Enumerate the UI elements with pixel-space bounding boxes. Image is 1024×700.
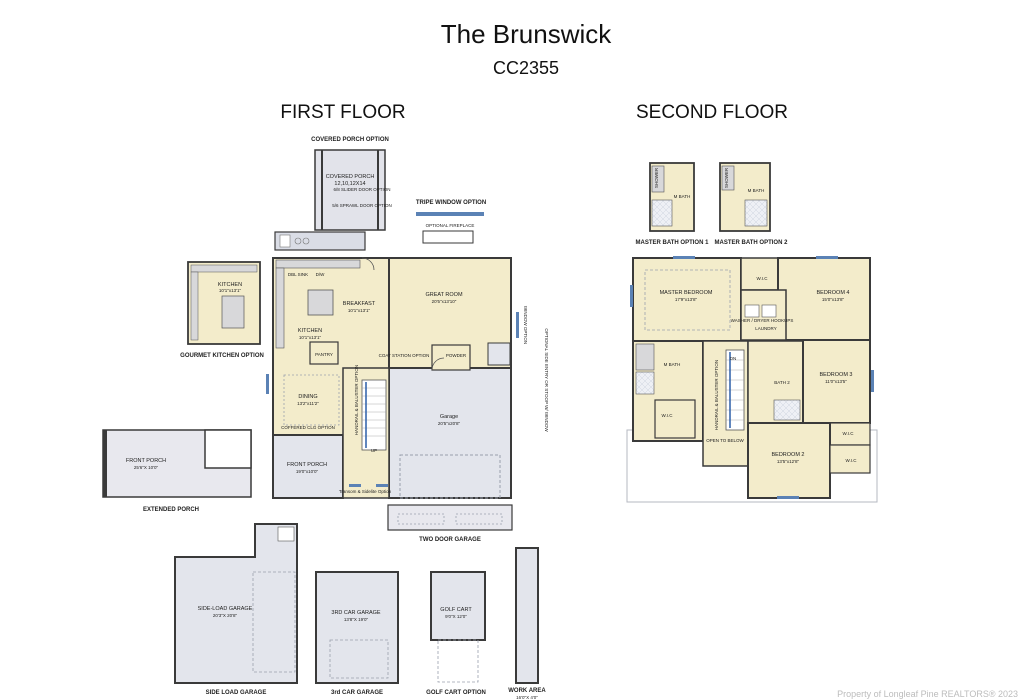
front-porch-dims: 19'0"x10'0" xyxy=(296,469,319,474)
optional-side-entry-label: OPTIONAL SIDE ENTRY OR STOOP W/ WINDOW xyxy=(544,328,549,432)
side-load-garage-label: SIDE-LOAD GARAGE xyxy=(198,606,253,612)
garage-dims: 20'5"x20'8" xyxy=(438,421,461,426)
great-room-label: GREAT ROOM xyxy=(425,292,462,298)
bedroom-2-dims: 13'5"x12'8" xyxy=(777,459,800,464)
dn-label: DN xyxy=(730,356,737,361)
kitchen-label: KITCHEN xyxy=(298,328,322,334)
two-door-garage-option: TWO DOOR GARAGE xyxy=(387,504,513,543)
optional-fireplace: OPTIONAL FIREPLACE xyxy=(426,223,475,228)
gourmet-kitchen-room-label: KITCHEN xyxy=(218,282,242,288)
wic-bedroom-3-label: W.I.C xyxy=(843,431,855,436)
side-load-garage-dims: 20'3"X 20'8" xyxy=(213,613,238,618)
open-to-below-label: OPEN TO BELOW xyxy=(706,438,744,443)
golf-cart-label: GOLF CART xyxy=(440,607,472,613)
copyright-watermark: Property of Longleaf Pine REALTORS® 2023 xyxy=(837,689,1018,699)
bedroom-3-dims: 11'0"x13'5" xyxy=(825,379,847,384)
great-room-dims: 20'5"x13'10" xyxy=(432,299,457,304)
master-bath-option-1-label: MASTER BATH OPTION 1 xyxy=(636,240,710,246)
wic-top-label: W.I.C xyxy=(757,276,769,281)
master-bath-option-1: M BATH SHOWER MASTER BATH OPTION 1 xyxy=(636,162,710,246)
dining-label: DINING xyxy=(298,394,317,400)
first-floor-plan: DBL SINK D/W BREAKFAST 10'1"x13'1" KITCH… xyxy=(266,257,549,499)
up-label: UP xyxy=(371,448,377,453)
work-area-caption: WORK AREA xyxy=(508,688,546,694)
covered-porch-option-label: COVERED PORCH OPTION xyxy=(311,137,389,143)
second-floor-plan: MASTER BEDROOM 17'9"x13'8" W.I.C BEDROOM… xyxy=(626,256,878,503)
third-car-garage-label: 3RD CAR GARAGE xyxy=(331,610,381,616)
plan-code: CC2355 xyxy=(493,58,559,78)
front-porch-label: FRONT PORCH xyxy=(287,462,327,468)
side-load-garage-caption: SIDE LOAD GARAGE xyxy=(206,690,267,696)
second-floor-heading: SECOND FLOOR xyxy=(636,102,788,123)
golf-cart-caption: GOLF CART OPTION xyxy=(426,690,486,696)
kitchen-counter-option xyxy=(274,231,366,251)
bedroom-3-label: BEDROOM 3 xyxy=(819,372,852,378)
golf-cart-dims: 9'0"X 12'0" xyxy=(445,614,467,619)
garage-label: Garage xyxy=(440,414,458,420)
breakfast-dims: 10'1"x13'1" xyxy=(348,308,371,313)
wic-mbath-label: W.I.C xyxy=(662,413,674,418)
two-door-garage-label: TWO DOOR GARAGE xyxy=(419,537,481,543)
dining-dims: 13'2"x11'2" xyxy=(297,401,319,406)
master-bath-1-shower: SHOWER xyxy=(654,167,659,188)
bath-2-label: BATH 2 xyxy=(774,380,790,385)
extended-porch-dims: 25'6"X 10'0" xyxy=(134,465,159,470)
second-floor-handrail-label: HANDRAIL & BALUSTER OPTION xyxy=(714,360,719,430)
gourmet-kitchen-dims: 10'1"x13'1" xyxy=(219,288,242,293)
coffered-ceiling-label: COFFERED CLG OPTION xyxy=(281,425,335,430)
master-bedroom-dims: 17'9"x13'8" xyxy=(675,297,698,302)
transom-option-label: Transom & Sidelite Option xyxy=(339,489,392,494)
master-bath-2-m-bath: M BATH xyxy=(748,188,765,193)
coat-station-label: COAT STATION OPTION xyxy=(379,353,430,358)
dw-label: D/W xyxy=(316,272,326,277)
handrail-option-label: HANDRAIL & BALUSTER OPTION xyxy=(354,365,359,435)
wic-bedroom-2-label: W.I.C xyxy=(846,458,858,463)
bedroom-2-label: BEDROOM 2 xyxy=(771,452,804,458)
m-bath-label: M BATH xyxy=(664,362,681,367)
gourmet-kitchen-option: KITCHEN 10'1"x13'1" GOURMET KITCHEN OPTI… xyxy=(180,261,264,359)
third-car-garage-dims: 13'8"X 19'0" xyxy=(344,617,369,622)
bedroom-4-label: BEDROOM 4 xyxy=(816,290,849,296)
breakfast-label: BREAKFAST xyxy=(343,301,376,307)
gourmet-kitchen-option-label: GOURMET KITCHEN OPTION xyxy=(180,353,264,359)
master-bedroom-label: MASTER BEDROOM xyxy=(660,290,713,296)
master-bath-1-m-bath: M BATH xyxy=(674,194,691,199)
kitchen-dims: 10'1"x13'1" xyxy=(299,335,322,340)
extended-porch-label: EXTENDED PORCH xyxy=(143,507,199,513)
work-area-option: WORK AREA 16'0"X 4'0" xyxy=(508,547,546,700)
work-area-dims: 16'0"X 4'0" xyxy=(516,695,538,700)
plan-title: The Brunswick xyxy=(441,19,612,49)
extended-porch-option: FRONT PORCH 25'6"X 10'0" EXTENDED PORCH xyxy=(102,429,252,513)
pantry-label: PANTRY xyxy=(315,352,333,357)
first-floor-heading: FIRST FLOOR xyxy=(280,102,405,123)
powder-label: POWDER xyxy=(446,353,467,358)
third-car-garage-caption: 3rd CAR GARAGE xyxy=(331,690,383,696)
golf-cart-option: GOLF CART 9'0"X 12'0" GOLF CART OPTION xyxy=(426,571,486,696)
master-bath-option-2-label: MASTER BATH OPTION 2 xyxy=(715,240,789,246)
washer-dryer-label: WASHER / DRYER HOOKUPS xyxy=(731,318,794,323)
master-bath-option-2: M BATH SHOWER MASTER BATH OPTION 2 xyxy=(715,162,789,246)
third-car-garage-option: 3RD CAR GARAGE 13'8"X 19'0" 3rd CAR GARA… xyxy=(315,571,399,696)
dbl-sink-label: DBL SINK xyxy=(288,272,308,277)
window-option-label: WINDOW OPTION xyxy=(523,306,528,344)
sprawl-door-option: 5/6 SPRAWL DOOR OPTION xyxy=(332,203,391,208)
triple-window-option: TRIPE WINDOW OPTION OPTIONAL FIREPLACE xyxy=(416,200,486,244)
covered-porch-label: COVERED PORCH xyxy=(326,174,375,180)
triple-window-option-label: TRIPE WINDOW OPTION xyxy=(416,200,486,206)
side-load-garage-option: SIDE-LOAD GARAGE 20'3"X 20'8" SIDE LOAD … xyxy=(174,523,298,696)
laundry-label: LAUNDRY xyxy=(755,326,776,331)
extended-porch-front-label: FRONT PORCH xyxy=(126,458,166,464)
covered-porch-dims: 12,10,12X14 xyxy=(334,181,365,187)
slider-door-option: 6/8 SLIDER DOOR OPTION xyxy=(333,187,390,192)
bedroom-4-dims: 15'0"x13'8" xyxy=(822,297,845,302)
master-bath-2-shower: SHOWER xyxy=(724,167,729,188)
covered-porch-option: COVERED PORCH OPTION COVERED PORCH 12,10… xyxy=(311,137,392,231)
